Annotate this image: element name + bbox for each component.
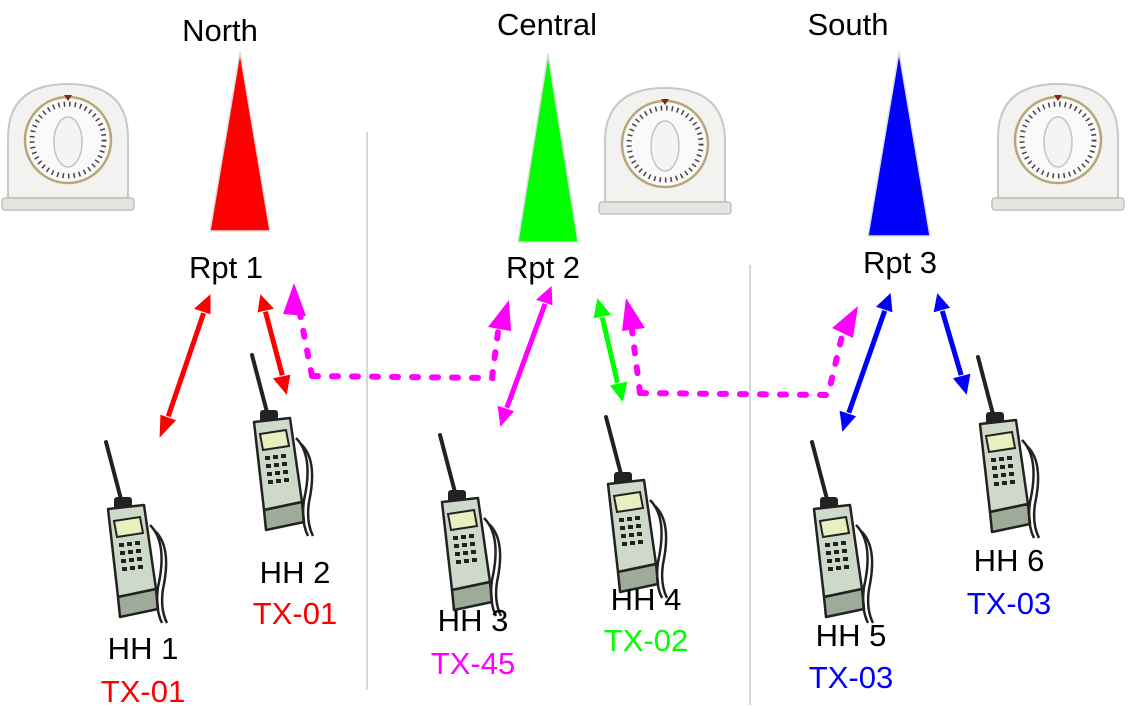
region-label-north: North [182, 13, 258, 48]
handheld-tx-hh6: TX-03 [966, 586, 1052, 621]
link-rpt2-hh4 [599, 313, 621, 388]
region-label-south: South [807, 7, 889, 42]
radio-links [158, 283, 972, 441]
handheld-radio-icon-hh6 [976, 355, 1041, 540]
handheld-tx-hh2: TX-01 [252, 596, 338, 631]
handheld-label-hh1: HH 1 [107, 631, 179, 666]
handheld-radio-icon-hh4 [604, 415, 669, 600]
repeater-label-rpt3: Rpt 3 [862, 245, 938, 280]
kitchen-timer-icon [599, 88, 731, 214]
handheld-radio-icon-hh5 [810, 440, 875, 625]
handheld-radio-icon-hh1 [104, 440, 169, 625]
link-rpt1-hh2 [262, 307, 286, 381]
link-rpt1-hh1 [164, 309, 207, 423]
handheld-tx-hh1: TX-01 [100, 674, 186, 709]
handheld-label-hh4: HH 4 [610, 582, 682, 617]
kitchen-timer-icon [992, 84, 1124, 210]
link-rpt2-hh3 [503, 301, 548, 413]
kitchen-timer-icon [2, 84, 134, 210]
handheld-label-hh5: HH 5 [815, 618, 887, 653]
roaming-link-arrowheads [283, 283, 858, 338]
handheld-tx-hh4: TX-02 [603, 623, 689, 658]
handheld-radio-icon-hh3 [438, 433, 503, 618]
region-label-central: Central [497, 7, 597, 42]
handheld-label-hh6: HH 6 [973, 543, 1045, 578]
repeater-tower-icon-rpt3 [867, 51, 931, 237]
handheld-tx-hh3: TX-45 [430, 646, 516, 681]
handheld-label-hh3: HH 3 [437, 603, 509, 638]
repeater-label-rpt2: Rpt 2 [505, 250, 581, 285]
repeater-tower-icon-rpt2 [517, 53, 579, 243]
handheld-label-hh2: HH 2 [259, 555, 331, 590]
repeater-label-rpt1: Rpt 1 [188, 250, 264, 285]
link-rpt3-hh5 [845, 307, 888, 418]
link-rpt3-hh6 [939, 307, 965, 381]
repeater-tower-icon-rpt1 [209, 51, 271, 232]
roaming-link-path-1 [297, 311, 845, 399]
handheld-tx-hh5: TX-03 [808, 660, 894, 695]
